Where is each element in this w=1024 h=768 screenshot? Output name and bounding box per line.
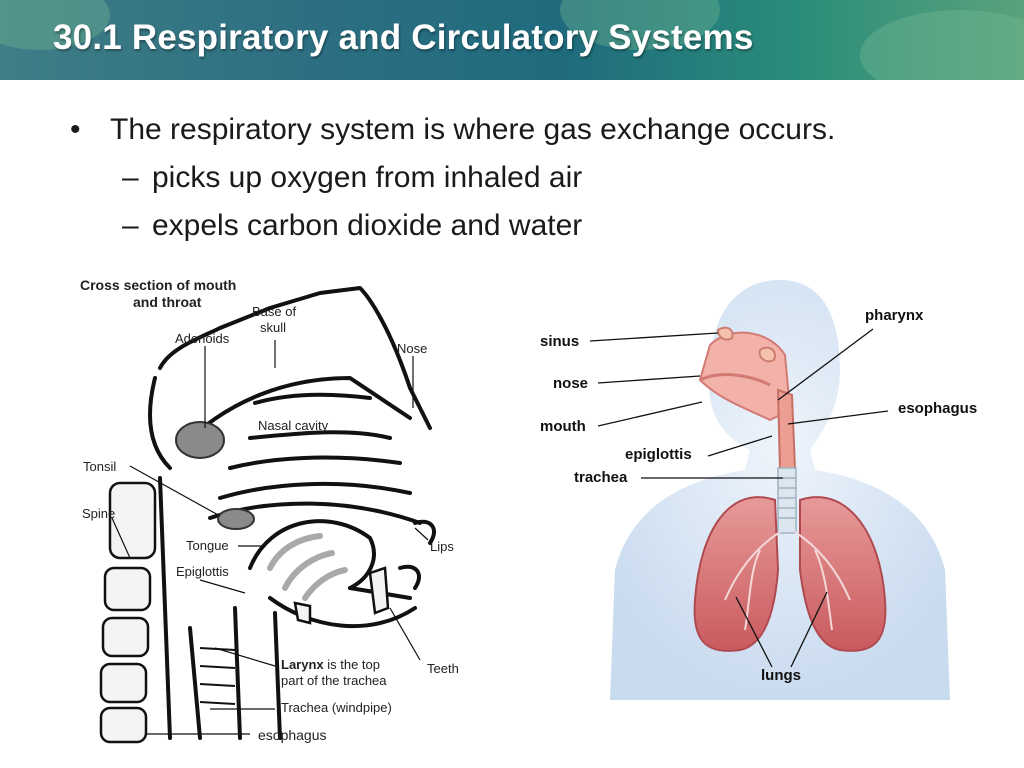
label-esophagus-right: esophagus (898, 400, 978, 417)
label-adenoids: Adenoids (175, 331, 230, 346)
sub-bullet-text: expels carbon dioxide and water (152, 209, 583, 242)
bullet-marker: • (70, 113, 81, 146)
label-nasal-cavity: Nasal cavity (258, 418, 329, 433)
label-tonsil: Tonsil (83, 459, 117, 474)
left-figure-title-line1: Cross section of mouth (80, 277, 237, 293)
label-larynx: Larynx is the top (281, 657, 380, 672)
label-tongue: Tongue (186, 538, 229, 553)
sub-bullet-marker: – (122, 209, 139, 242)
label-larynx-rest: is the top (323, 657, 381, 672)
label-lungs: lungs (761, 667, 801, 684)
sub-bullet-marker: – (122, 161, 139, 194)
label-epiglottis-right: epiglottis (625, 446, 692, 463)
left-figure-title-line2: and throat (133, 294, 202, 310)
label-teeth: Teeth (427, 661, 459, 676)
label-spine: Spine (82, 506, 116, 521)
slide-header: 30.1 Respiratory and Circulatory Systems (0, 0, 1024, 80)
label-esophagus-left: esophagus (258, 727, 327, 743)
respiratory-system-illustration (610, 280, 950, 700)
label-base-of-skull-line1: Base of (252, 304, 297, 319)
label-sinus: sinus (540, 333, 580, 350)
label-nose: Nose (397, 341, 428, 356)
label-larynx-line2: part of the trachea (281, 673, 387, 688)
sub-bullet-text: picks up oxygen from inhaled air (152, 161, 583, 194)
label-trachea-right: trachea (574, 469, 628, 486)
label-larynx-bold: Larynx (281, 657, 324, 672)
label-epiglottis: Epiglottis (176, 564, 229, 579)
label-trachea-windpipe: Trachea (windpipe) (281, 700, 392, 715)
label-base-of-skull-line2: skull (260, 320, 287, 335)
mouth-throat-cross-section-diagram (99, 286, 436, 744)
label-mouth: mouth (540, 418, 586, 435)
bullet-text: The respiratory system is where gas exch… (110, 113, 836, 146)
slide-title: 30.1 Respiratory and Circulatory Systems (53, 18, 754, 57)
label-lips: Lips (430, 539, 454, 554)
label-pharynx: pharynx (865, 307, 924, 324)
label-nose-right: nose (553, 375, 589, 392)
